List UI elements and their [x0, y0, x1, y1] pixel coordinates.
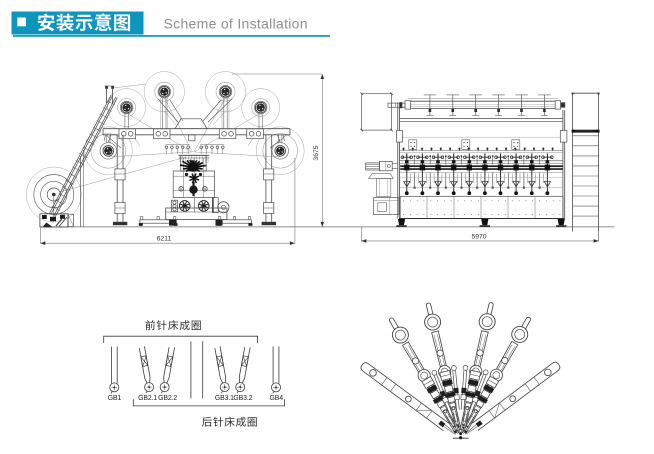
svg-text:GB2.1: GB2.1: [138, 395, 157, 402]
svg-text:GB1: GB1: [108, 395, 122, 402]
svg-text:3675: 3675: [313, 145, 320, 160]
svg-text:GB2.2: GB2.2: [158, 395, 177, 402]
svg-text:6211: 6211: [157, 236, 172, 243]
svg-text:GB3.1: GB3.1: [215, 395, 234, 402]
svg-text:GB4: GB4: [270, 395, 284, 402]
svg-text:5970: 5970: [471, 233, 486, 240]
svg-text:GB3.2: GB3.2: [233, 395, 252, 402]
svg-text:Scheme of Installation: Scheme of Installation: [164, 15, 308, 31]
